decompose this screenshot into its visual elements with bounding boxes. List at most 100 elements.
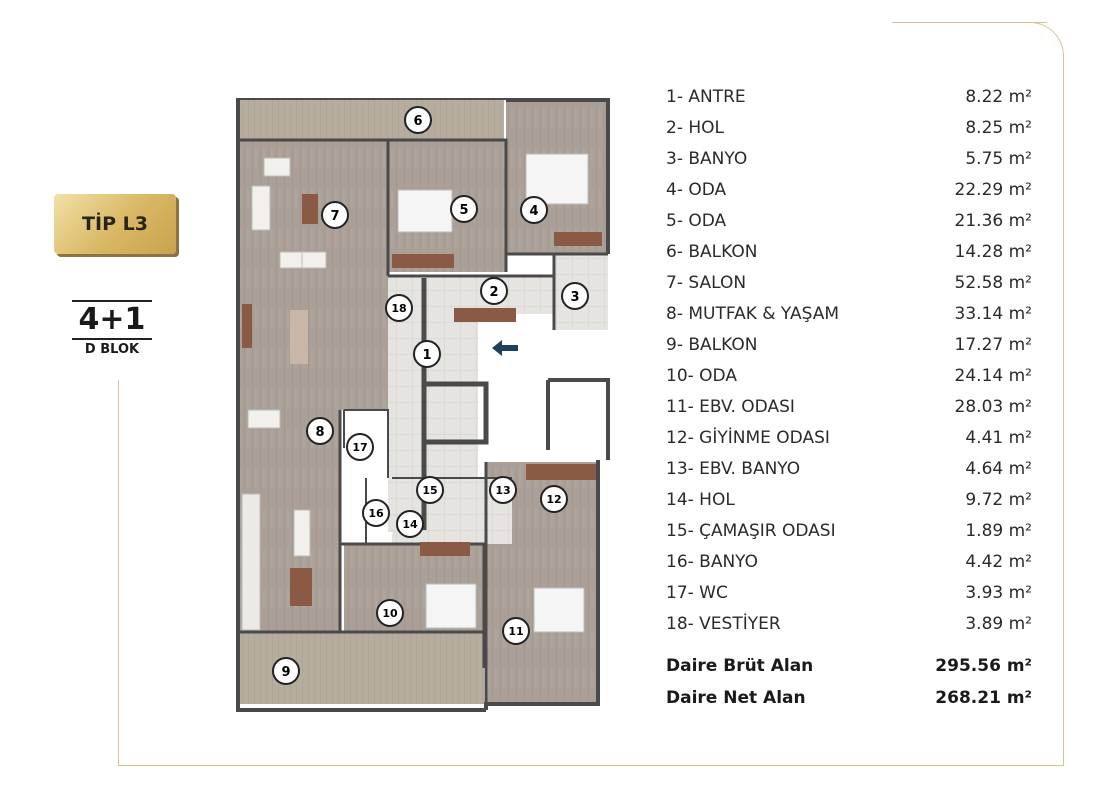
plan-type-badge: TİP L3: [54, 194, 176, 254]
room-row: 2- HOL 8.25 m²: [666, 113, 1032, 144]
marker-1: 1: [413, 340, 441, 368]
marker-9: 9: [272, 657, 300, 685]
frame-top-line: [892, 22, 1047, 23]
room-row: 6- BALKON 14.28 m²: [666, 237, 1032, 268]
room-name: 2- HOL: [666, 118, 724, 138]
room-row: 7- SALON 52.58 m²: [666, 268, 1032, 299]
unit-type-top-rule: [72, 300, 152, 302]
room-name: 15- ÇAMAŞIR ODASI: [666, 521, 836, 541]
room-name: 18- VESTİYER: [666, 614, 781, 634]
marker-14: 14: [396, 510, 424, 538]
marker-15: 15: [416, 476, 444, 504]
room-row: 5- ODA 21.36 m²: [666, 206, 1032, 237]
room-area: 4.64 m²: [965, 459, 1032, 479]
walls: [236, 98, 610, 712]
room-area: 4.42 m²: [965, 552, 1032, 572]
frame-bottom-line: [118, 765, 1064, 766]
svg-text:15: 15: [422, 484, 437, 497]
marker-13: 13: [489, 476, 517, 504]
marker-7: 7: [321, 201, 349, 229]
svg-text:3: 3: [570, 290, 579, 305]
svg-text:8: 8: [315, 425, 324, 440]
room-area: 24.14 m²: [954, 366, 1032, 386]
svg-text:12: 12: [546, 493, 561, 506]
unit-type-block: 4+1 D BLOK: [72, 300, 152, 357]
room-area: 3.93 m²: [965, 583, 1032, 603]
room-area: 4.41 m²: [965, 428, 1032, 448]
marker-12: 12: [540, 485, 568, 513]
svg-text:1: 1: [422, 348, 431, 363]
svg-text:9: 9: [281, 665, 290, 680]
room-name: 3- BANYO: [666, 149, 748, 169]
room-row: 14- HOL 9.72 m²: [666, 485, 1032, 516]
room-area: 22.29 m²: [954, 180, 1032, 200]
svg-text:5: 5: [459, 203, 468, 218]
room-area: 8.22 m²: [965, 87, 1032, 107]
room-area: 33.14 m²: [954, 304, 1032, 324]
marker-6: 6: [404, 106, 432, 134]
svg-text:13: 13: [495, 484, 510, 497]
svg-text:7: 7: [330, 209, 339, 224]
marker-10: 10: [376, 599, 404, 627]
room-name: 5- ODA: [666, 211, 727, 231]
room-area: 52.58 m²: [954, 273, 1032, 293]
gross-area-label: Daire Brüt Alan: [666, 656, 814, 676]
room-row: 15- ÇAMAŞIR ODASI 1.89 m²: [666, 516, 1032, 547]
marker-3: 3: [561, 282, 589, 310]
svg-text:16: 16: [368, 507, 384, 520]
svg-text:11: 11: [508, 625, 523, 638]
floor-plan: 6 7 5 4 2 3 18 1 8 17 15 13 12 16 14 10 …: [236, 98, 610, 712]
marker-5: 5: [450, 195, 478, 223]
room-name: 4- ODA: [666, 180, 727, 200]
room-markers: 6 7 5 4 2 3 18 1 8 17 15 13 12 16 14 10 …: [272, 106, 589, 685]
room-name: 14- HOL: [666, 490, 735, 510]
room-name: 6- BALKON: [666, 242, 758, 262]
svg-text:14: 14: [402, 518, 418, 531]
plan-type-label: TİP L3: [82, 213, 148, 235]
room-row: 18- VESTİYER 3.89 m²: [666, 609, 1032, 640]
room-row: 11- EBV. ODASI 28.03 m²: [666, 392, 1032, 423]
room-area: 28.03 m²: [954, 397, 1032, 417]
salon-floor: [240, 140, 388, 410]
balcony-6-floor: [240, 100, 504, 140]
svg-text:17: 17: [352, 441, 367, 454]
unit-block-label: D BLOK: [84, 342, 140, 357]
room-area: 1.89 m²: [965, 521, 1032, 541]
svg-text:2: 2: [489, 285, 498, 300]
marker-4: 4: [520, 196, 548, 224]
room-area: 9.72 m²: [965, 490, 1032, 510]
marker-2: 2: [480, 277, 508, 305]
room-area: 14.28 m²: [954, 242, 1032, 262]
room-name: 10- ODA: [666, 366, 737, 386]
room-area: 21.36 m²: [954, 211, 1032, 231]
svg-text:6: 6: [413, 114, 422, 129]
unit-room-count: 4+1: [78, 302, 146, 337]
frame-corner: [1030, 22, 1064, 56]
unit-type-bottom-rule: [72, 338, 152, 340]
marker-18: 18: [385, 294, 413, 322]
room-row: 10- ODA 24.14 m²: [666, 361, 1032, 392]
room-area: 3.89 m²: [965, 614, 1032, 634]
marker-16: 16: [362, 499, 390, 527]
marker-8: 8: [306, 417, 334, 445]
entry-arrow-icon: [492, 340, 518, 356]
room-name: 7- SALON: [666, 273, 747, 293]
room-name: 17- WC: [666, 583, 728, 603]
room-name: 11- EBV. ODASI: [666, 397, 795, 417]
net-area-label: Daire Net Alan: [666, 688, 806, 708]
svg-text:4: 4: [529, 204, 538, 219]
room-area: 8.25 m²: [965, 118, 1032, 138]
svg-text:18: 18: [391, 302, 406, 315]
room-row: 17- WC 3.93 m²: [666, 578, 1032, 609]
